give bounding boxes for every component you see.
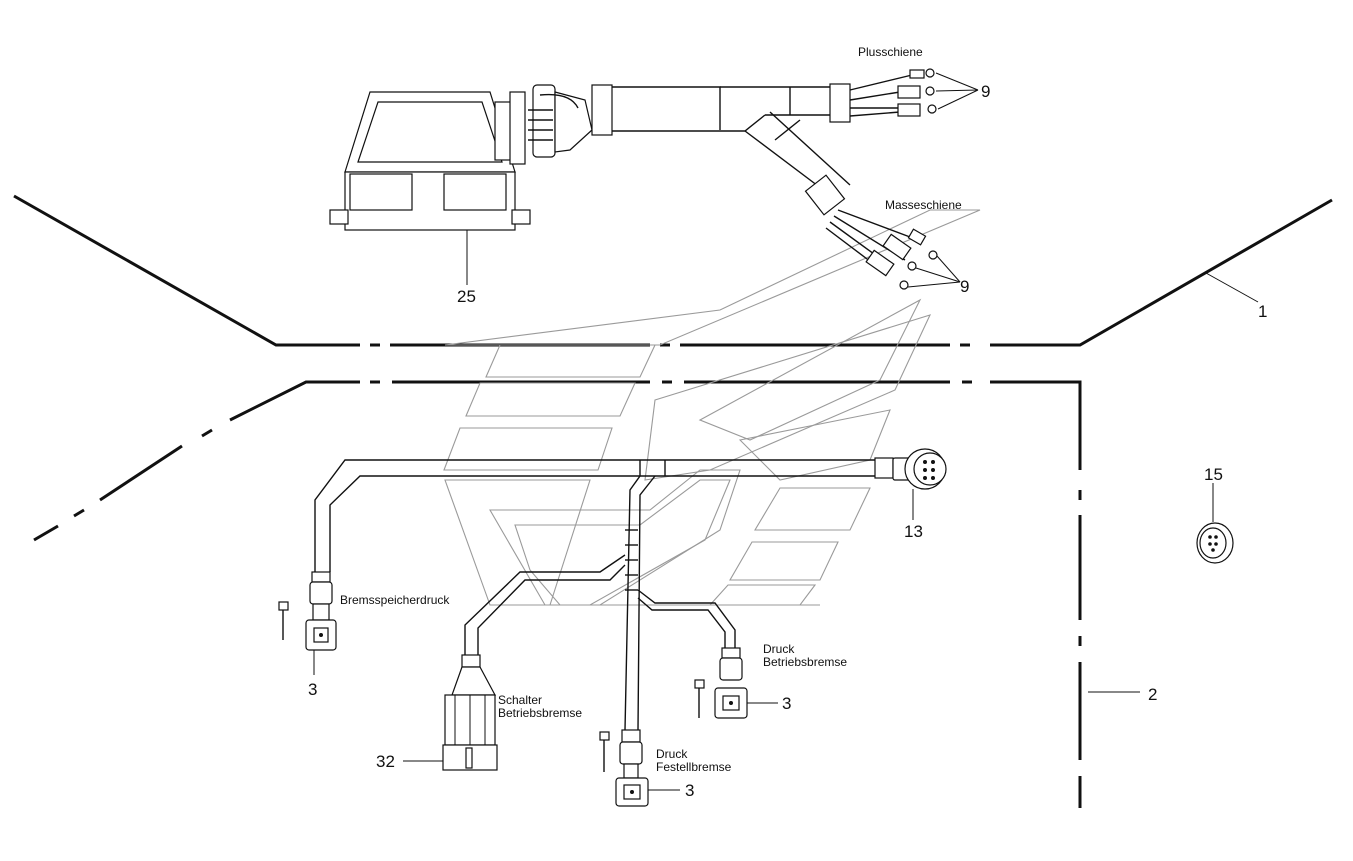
part-number-13: 13: [904, 522, 923, 541]
switch-betriebsbremse-32[interactable]: [403, 654, 498, 771]
round-connector-15[interactable]: [1196, 483, 1234, 564]
controller-connector: [494, 84, 593, 165]
part-number-1: 1: [1258, 302, 1267, 321]
pressure-sensor-bremsspeicherdruck[interactable]: [278, 571, 337, 675]
lower-harness: [314, 457, 894, 731]
part-number-9-top: 9: [981, 82, 990, 101]
label-druck-betriebsbremse-line2: Betriebsbremse: [763, 655, 847, 669]
masseschiene-leads: [825, 209, 961, 290]
part-number-3-bottom: 3: [685, 781, 694, 800]
part-number-2: 2: [1148, 685, 1157, 704]
part-number-25: 25: [457, 287, 476, 306]
part-number-32: 32: [376, 752, 395, 771]
label-druck-festellbremse-line1: Druck: [656, 747, 688, 761]
ghost-background-plates: [443, 209, 981, 606]
inner-frame-outline: [33, 380, 1082, 808]
label-bremsspeicherdruck: Bremsspeicherdruck: [340, 593, 450, 607]
label-druck-festellbremse-line2: Festellbremse: [656, 760, 732, 774]
label-schalter-betriebsbremse-line1: Schalter: [498, 693, 542, 707]
part-number-3-right: 3: [782, 694, 791, 713]
part-number-3-left: 3: [308, 680, 317, 699]
part-number-15: 15: [1204, 465, 1223, 484]
label-druck-betriebsbremse-line1: Druck: [763, 642, 795, 656]
part-number-9-bottom: 9: [960, 277, 969, 296]
label-masseschiene: Masseschiene: [885, 198, 962, 212]
label-plusschiene: Plusschiene: [858, 45, 923, 59]
pressure-sensor-druck-festellbremse[interactable]: [599, 729, 680, 807]
label-schalter-betriebsbremse-line2: Betriebsbremse: [498, 706, 582, 720]
leader-line-1: [1205, 272, 1259, 303]
round-connector-13[interactable]: [892, 448, 947, 520]
pressure-sensor-druck-betriebsbremse[interactable]: [694, 647, 778, 719]
chassis-frame-outline: [13, 194, 1333, 347]
control-unit-25[interactable]: [329, 91, 531, 285]
plusschiene-leads: [849, 68, 979, 117]
main-cable-upper: [591, 83, 851, 216]
